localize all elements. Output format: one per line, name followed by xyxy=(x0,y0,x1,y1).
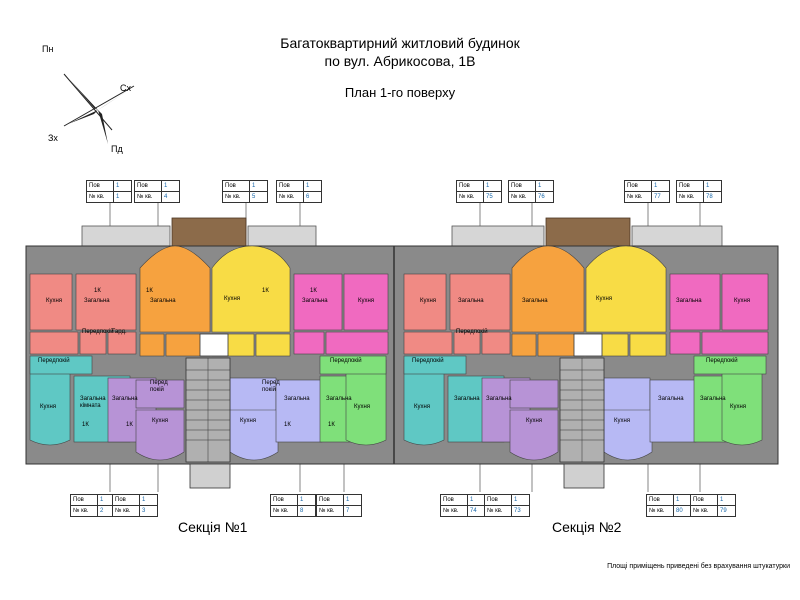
compass-west-label: Зх xyxy=(48,133,58,143)
room-label: Кухня xyxy=(596,296,613,302)
room-label: Передпокій xyxy=(412,358,444,364)
compass-rose xyxy=(40,40,150,160)
compass-north-label: Пн xyxy=(42,44,54,54)
room-label: Кухня xyxy=(730,404,747,410)
section-1-label: Секція №1 xyxy=(178,519,248,535)
floor-plan-title: План 1-го поверху xyxy=(344,85,456,100)
room-label: Загальна xyxy=(80,396,106,402)
compass-south-label: Пд xyxy=(111,144,123,154)
compass-east-label: Сх xyxy=(120,83,131,93)
room-label: Передпокій xyxy=(38,358,70,364)
room-label: Загальна xyxy=(150,298,176,304)
room-label: Кухня xyxy=(358,298,375,304)
apartment-type: 1К xyxy=(310,288,317,294)
room-label: Кухня xyxy=(354,404,371,410)
room-label: Загальна xyxy=(284,396,310,402)
room-label: Передпокій xyxy=(330,358,362,364)
room-label: Кухня xyxy=(420,298,437,304)
apartment-type: 1К xyxy=(126,422,133,428)
area-footnote: Площі приміщень приведені без врахування… xyxy=(607,563,790,570)
room-label: покій xyxy=(150,387,164,393)
roof-block xyxy=(545,217,631,249)
room-label: Перед xyxy=(262,380,280,386)
room-label: Кухня xyxy=(240,418,257,424)
room-label: Передпокій xyxy=(706,358,738,364)
room-label: Загальна xyxy=(458,298,484,304)
room-label: Кухня xyxy=(414,404,431,410)
room-label: Кухня xyxy=(734,298,751,304)
room-label: Гард. xyxy=(112,329,127,335)
room-label: кімната xyxy=(80,403,101,409)
room-label: Перед xyxy=(150,380,168,386)
room-label: Загальна xyxy=(454,396,480,402)
room-label: Загальна xyxy=(658,396,684,402)
building-address: по вул. Абрикосова, 1В xyxy=(324,53,476,69)
room-label: Передпокій xyxy=(456,329,488,335)
apartment-type: 1К xyxy=(328,422,335,428)
building-title: Багатоквартирний житловий будинок xyxy=(280,35,520,51)
room-label: покій xyxy=(262,387,276,393)
room-label: Загальна xyxy=(486,396,512,402)
apartment-type: 1К xyxy=(82,422,89,428)
room-label: Загальна xyxy=(112,396,138,402)
apartment-type: 1К xyxy=(94,288,101,294)
room-label: Загальна xyxy=(676,298,702,304)
room-label: Кухня xyxy=(46,298,63,304)
room-label: Кухня xyxy=(152,418,169,424)
room-label: Загальна xyxy=(302,298,328,304)
room-label: Кухня xyxy=(614,418,631,424)
section-2-label: Секція №2 xyxy=(552,519,622,535)
room-label: Кухня xyxy=(224,296,241,302)
room-label: Кухня xyxy=(40,404,57,410)
room-label: Передпокій xyxy=(82,329,114,335)
room-label: Загальна xyxy=(84,298,110,304)
room-label: Кухня xyxy=(526,418,543,424)
room-label: Загальна xyxy=(522,298,548,304)
roof-block xyxy=(171,217,247,249)
room-label: Загальна xyxy=(326,396,352,402)
room-label: Загальна xyxy=(700,396,726,402)
apartment-type: 1К xyxy=(262,288,269,294)
apartment-type: 1К xyxy=(284,422,291,428)
apartment-type: 1К xyxy=(146,288,153,294)
